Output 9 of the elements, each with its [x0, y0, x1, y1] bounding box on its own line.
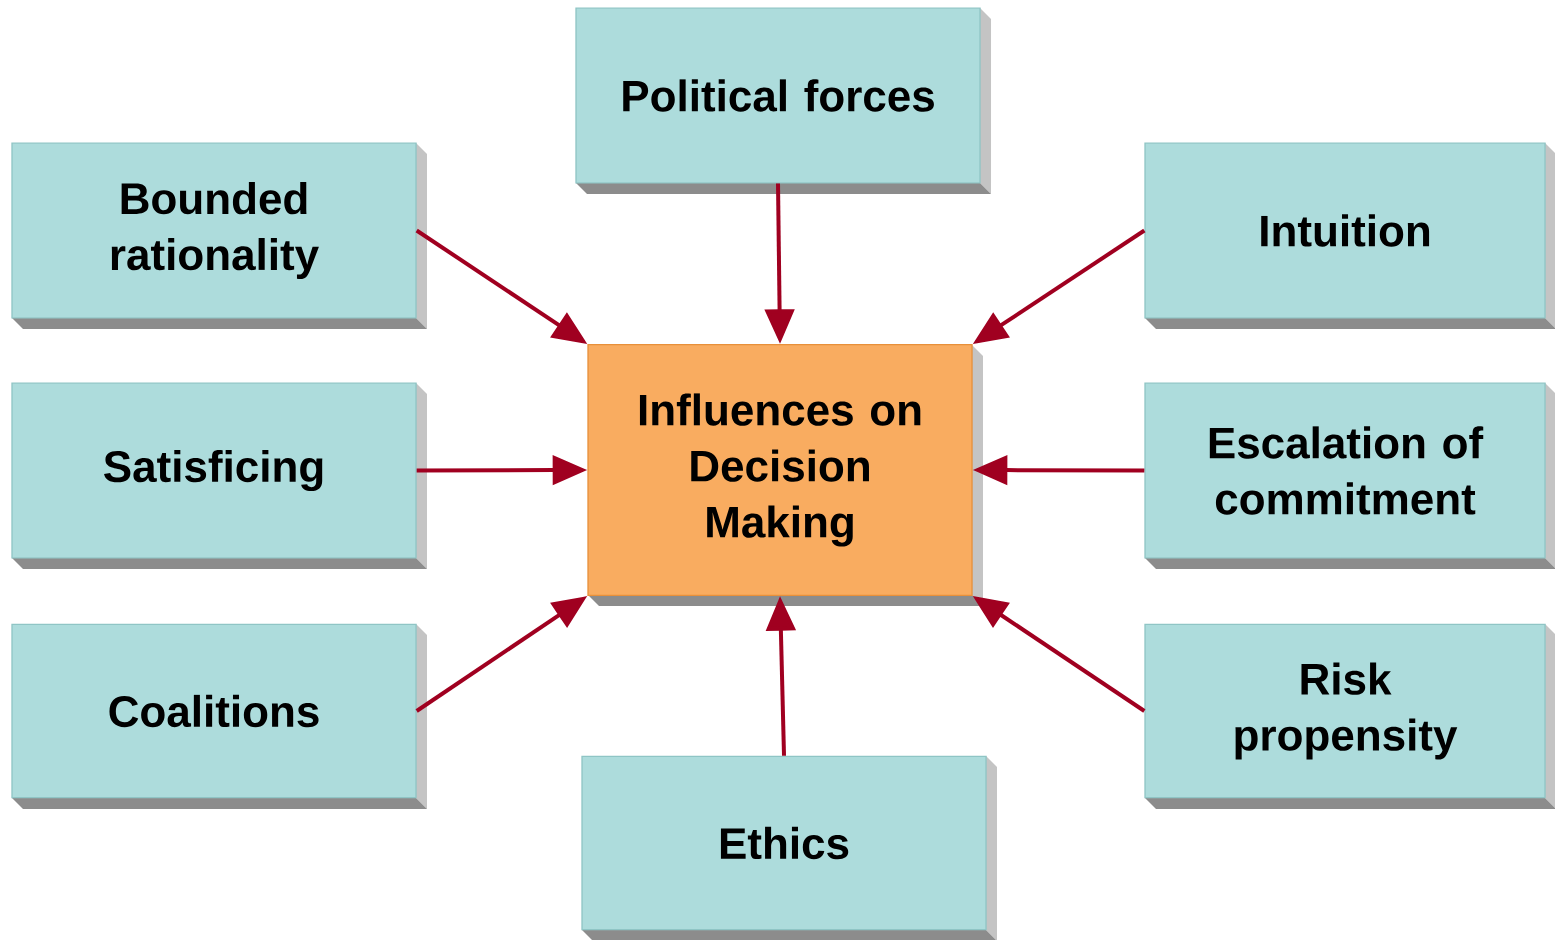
factor-box: Intuition [1144, 142, 1555, 329]
factor-box: Risk propensity [1144, 623, 1555, 809]
factor-box: Ethics [581, 755, 997, 940]
factor-box: Escalation of commitment [1144, 382, 1555, 569]
central-box: Influences on Decision Making [587, 344, 983, 606]
factor-box: Political forces [575, 7, 991, 194]
factor-box: Coalitions [11, 623, 427, 809]
factor-box: Bounded rationality [11, 142, 427, 329]
factor-box: Satisficing [11, 382, 427, 569]
